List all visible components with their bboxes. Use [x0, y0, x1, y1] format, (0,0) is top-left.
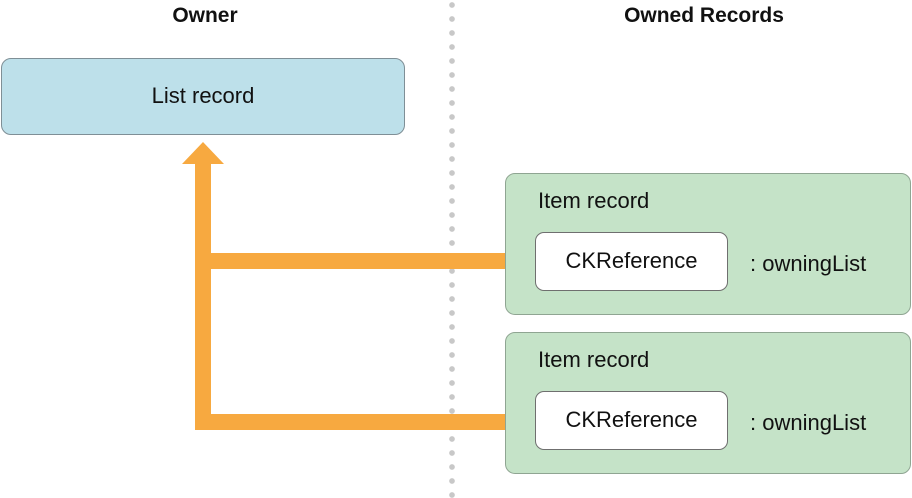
- owner-column-header: Owner: [172, 4, 238, 27]
- owned-records-column-header: Owned Records: [624, 4, 784, 27]
- item-record-label: Item record: [538, 188, 650, 213]
- ckreference-box: CKReference: [535, 232, 728, 291]
- column-divider: [449, 0, 455, 498]
- list-record-label: List record: [151, 83, 255, 108]
- reference-arrow-2: [195, 160, 535, 430]
- arrowhead: [182, 142, 224, 164]
- item-record-box: Item record CKReference : owningList: [505, 173, 911, 315]
- owning-list-field-label: : owningList: [750, 251, 867, 276]
- item-record-label: Item record: [538, 347, 650, 372]
- list-record-box: List record: [1, 58, 405, 135]
- ckreference-box: CKReference: [535, 391, 728, 450]
- item-record-box: Item record CKReference : owningList: [505, 332, 911, 474]
- reference-arrow-1: [195, 160, 535, 269]
- owning-list-field-label: : owningList: [750, 410, 867, 435]
